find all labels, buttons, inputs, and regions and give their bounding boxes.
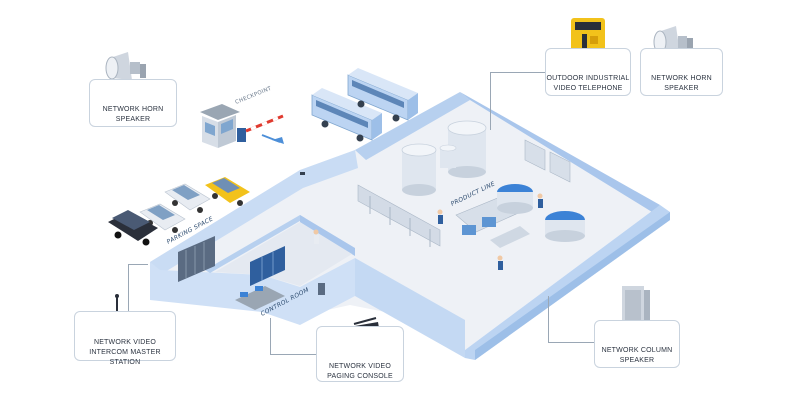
car-white-1 — [164, 183, 211, 213]
video-telephone-icon — [571, 18, 605, 54]
callout-video-telephone: OUTDOOR INDUSTRIAL VIDEO TELEPHONE — [545, 48, 631, 96]
callout-intercom-master-station-label: NETWORK VIDEO INTERCOM MASTER STATION — [89, 339, 161, 366]
leader-intercom-h — [128, 264, 148, 265]
callout-intercom-master-station: NETWORK VIDEO INTERCOM MASTER STATION — [74, 311, 176, 366]
callout-horn-speaker-left-label: NETWORK HORN SPEAKER — [102, 106, 164, 123]
callout-paging-console-label: NETWORK VIDEO PAGING CONSOLE — [327, 363, 393, 380]
wall-right — [460, 92, 660, 212]
leader-paging-h — [270, 354, 316, 355]
wall-front-mid — [355, 258, 465, 358]
door-panel — [318, 283, 325, 295]
bus-2 — [347, 68, 418, 122]
leader-intercom — [128, 264, 129, 311]
leader-telephone-h — [490, 72, 545, 73]
callout-column-speaker-label: NETWORK COLUMN SPEAKER — [601, 347, 673, 364]
callout-paging-console: NETWORK VIDEO PAGING CONSOLE — [316, 326, 404, 382]
checkpoint-booth — [200, 104, 240, 148]
worker-3 — [537, 193, 543, 208]
tank-small — [439, 144, 457, 168]
wall-partition-2 — [300, 215, 355, 256]
horn-speaker-right-icon — [653, 26, 693, 54]
wall-panels — [524, 139, 571, 183]
car-yellow — [205, 177, 250, 206]
video-wall — [250, 246, 285, 286]
tank-large-1 — [401, 143, 437, 196]
worker-4 — [313, 229, 319, 244]
wall-partition — [205, 215, 305, 273]
tank-large-2 — [447, 120, 487, 178]
wall-back-right — [355, 92, 470, 160]
worker-2 — [497, 255, 503, 270]
conveyor-line-left — [357, 184, 441, 247]
wall-camera-icon — [300, 172, 305, 175]
leader-telephone — [490, 72, 491, 130]
suv-black — [108, 210, 158, 246]
callout-horn-speaker-left: NETWORK HORN SPEAKER — [89, 79, 177, 127]
barrier-gate — [237, 114, 284, 142]
callout-column-speaker: NETWORK COLUMN SPEAKER — [594, 320, 680, 368]
callout-video-telephone-label: OUTDOOR INDUSTRIAL VIDEO TELEPHONE — [546, 75, 630, 92]
server-racks — [178, 236, 215, 282]
callout-horn-speaker-right: NETWORK HORN SPEAKER — [640, 48, 723, 96]
checkpoint-label: CHECKPOINT — [235, 86, 273, 106]
wall-front-right-edge — [475, 212, 670, 360]
worker-1 — [437, 209, 443, 224]
leader-column-h — [548, 342, 594, 343]
outdoor-area: CHECKPOINT — [108, 68, 418, 246]
leader-column — [548, 296, 549, 342]
horn-speaker-left-icon — [105, 52, 146, 80]
leader-paging — [270, 318, 271, 354]
operator-desks — [235, 286, 285, 310]
vats-blue — [497, 184, 585, 242]
wall-front-left — [150, 258, 355, 325]
bus-1 — [311, 88, 382, 142]
callout-horn-speaker-right-label: NETWORK HORN SPEAKER — [651, 75, 712, 92]
